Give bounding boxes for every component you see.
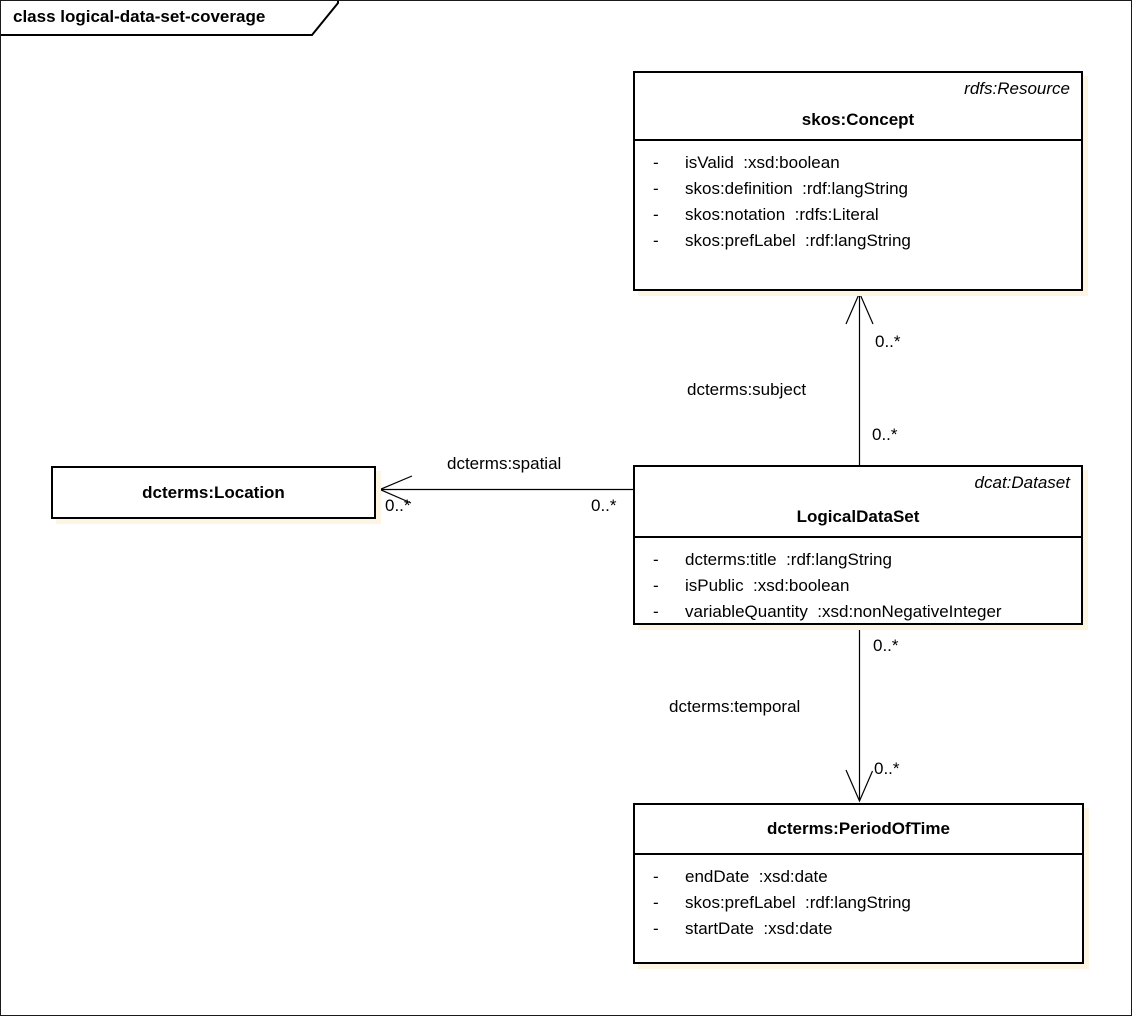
class-name: dcterms:Location [142,482,285,502]
multiplicity-subject-source: 0..* [872,425,898,444]
association-label-temporal: dcterms:temporal [669,697,801,716]
attribute-text: skos:definition :rdf:langString [685,179,909,198]
association-label-subject: dcterms:subject [687,380,807,399]
attribute-text: isValid :xsd:boolean [685,153,840,172]
attribute-text: endDate :xsd:date [685,867,828,886]
open-arrowhead-subject [845,291,874,325]
attribute-row: - isPublic :xsd:boolean [635,573,1081,599]
attribute-row: - skos:notation :rdfs:Literal [635,202,1081,228]
open-arrowhead-temporal [845,769,874,803]
multiplicity-temporal-target: 0..* [874,759,900,778]
class-box-dcterms-period-of-time[interactable]: dcterms:PeriodOfTime - endDate :xsd:date… [633,803,1084,964]
visibility-marker: - [653,867,659,886]
attribute-row: - endDate :xsd:date [635,864,1082,890]
attribute-text: skos:prefLabel :rdf:langString [685,231,911,250]
class-header: dcterms:Location [53,468,374,517]
visibility-marker: - [653,602,659,621]
visibility-marker: - [653,919,659,938]
attribute-row: - dcterms:title :rdf:langString [635,547,1081,573]
class-name: dcterms:PeriodOfTime [767,819,950,838]
attribute-row: - isValid :xsd:boolean [635,150,1081,176]
stereotype-label: rdfs:Resource [964,79,1070,98]
attributes-compartment: - isValid :xsd:boolean - skos:definition… [635,141,1081,254]
class-header: dcterms:PeriodOfTime [635,805,1082,855]
attribute-text: startDate :xsd:date [685,919,833,938]
visibility-marker: - [653,893,659,912]
attribute-text: dcterms:title :rdf:langString [685,550,892,569]
attribute-text: skos:prefLabel :rdf:langString [685,893,911,912]
visibility-marker: - [653,231,659,250]
multiplicity-temporal-source: 0..* [873,636,899,655]
attribute-text: skos:notation :rdfs:Literal [685,205,879,224]
class-box-skos-concept[interactable]: rdfs:Resource skos:Concept - isValid :xs… [633,71,1083,291]
attribute-text: isPublic :xsd:boolean [685,576,850,595]
visibility-marker: - [653,153,659,172]
attribute-row: - startDate :xsd:date [635,916,1082,942]
attributes-compartment: - endDate :xsd:date - skos:prefLabel :rd… [635,855,1082,942]
class-name: LogicalDataSet [796,507,920,526]
visibility-marker: - [653,576,659,595]
attribute-row: - variableQuantity :xsd:nonNegativeInteg… [635,599,1081,625]
multiplicity-spatial-target: 0..* [385,496,411,515]
attributes-compartment: - dcterms:title :rdf:langString - isPubl… [635,538,1081,625]
multiplicity-subject-target: 0..* [875,332,901,351]
multiplicity-spatial-source: 0..* [591,496,617,515]
class-box-dcterms-location[interactable]: dcterms:Location [51,466,376,519]
association-label-spatial: dcterms:spatial [447,454,562,473]
visibility-marker: - [653,550,659,569]
class-box-logical-data-set[interactable]: dcat:Dataset LogicalDataSet - dcterms:ti… [633,465,1083,625]
attribute-row: - skos:prefLabel :rdf:langString [635,228,1081,254]
class-header: rdfs:Resource skos:Concept [635,73,1081,141]
visibility-marker: - [653,179,659,198]
diagram-frame-title: class logical-data-set-coverage [13,7,266,26]
class-header: dcat:Dataset LogicalDataSet [635,467,1081,538]
visibility-marker: - [653,205,659,224]
stereotype-label: dcat:Dataset [974,473,1070,492]
attribute-text: variableQuantity :xsd:nonNegativeInteger [685,602,1002,621]
class-name: skos:Concept [801,110,915,129]
attribute-row: - skos:definition :rdf:langString [635,176,1081,202]
attribute-row: - skos:prefLabel :rdf:langString [635,890,1082,916]
